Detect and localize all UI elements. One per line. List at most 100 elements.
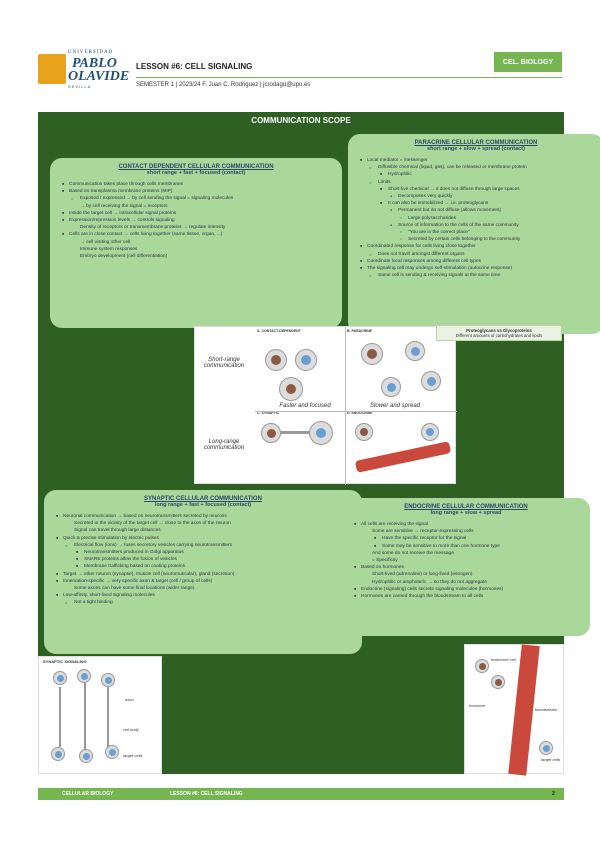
list-item: Coordinated response for cells living cl…	[358, 243, 594, 250]
list-item: Local mediator = messenger	[358, 157, 594, 164]
list-item: Low-affinity, short-lived signaling mole…	[54, 592, 352, 599]
page-footer: CELLULAR BIOLOGY LESSON #6: CELL SIGNALI…	[38, 788, 564, 800]
list-item: Coordinate local responses among differe…	[358, 258, 594, 265]
target-cell	[309, 421, 333, 445]
list-item: Same cell is sending & receiving signals…	[358, 272, 594, 279]
endocrine-title: ENDOCRINE CELLULAR COMMUNICATION	[404, 504, 528, 510]
contact-title: CONTACT DEPENDENT CELLULAR COMMUNICATION	[118, 164, 274, 170]
logo-text-main2: OLAVIDE	[68, 69, 130, 84]
endocrine-subtitle: long range + slow + spread	[430, 510, 502, 516]
logo-text-top: UNIVERSIDAD	[68, 50, 114, 55]
course-tag: CEL. BIOLOGY	[494, 52, 562, 72]
list-item: Hydrophilic	[358, 171, 594, 178]
list-item: Short-lived (adrenaline) or long-lived (…	[372, 572, 473, 578]
endocrine-cell	[475, 659, 489, 673]
list-item: Does not travel amongst different organs	[358, 251, 594, 258]
neuron-cell	[77, 669, 91, 683]
list-item: Innervation-specific → very specific axo…	[54, 578, 352, 585]
header-divider	[136, 77, 562, 78]
list-item: Immune system responses	[80, 246, 138, 252]
list-item: Hormones are carried through the bloodst…	[352, 593, 580, 600]
list-item: Communication takes place through cells …	[60, 181, 332, 188]
list-item: Large polysaccharides	[358, 215, 594, 222]
list-item: All cells are receiving the signal	[352, 521, 580, 528]
target-cell	[405, 341, 425, 361]
list-item: Inside the target cell → intracellular s…	[60, 210, 332, 217]
figure-divider-horizontal	[255, 411, 457, 412]
list-item: Some are sensitive → receptor-expressing…	[372, 529, 474, 535]
target-cell	[539, 741, 553, 755]
endocrine-figure: endocrine cell hormone bloodstream targe…	[464, 644, 564, 776]
target-cell	[51, 747, 65, 761]
paracrine-subtitle: short range + slow + spread (contact)	[427, 146, 525, 152]
list-item: Secreted by certain cells belonging to t…	[358, 236, 594, 243]
contact-subtitle: short range + fast + focused (contact)	[146, 170, 246, 176]
list-item: Diffusible chemical (liquid, gas), can b…	[358, 164, 594, 171]
list-item: Signal can travel through large distance…	[74, 528, 161, 534]
axon-line	[281, 431, 311, 434]
note-title: Proteoglycans vs Glycoproteins	[466, 328, 532, 333]
axon-line	[59, 687, 61, 747]
logo-text-bottom: SEVILLA	[68, 84, 92, 89]
slower-label: Slower and spread	[369, 403, 421, 409]
list-item: Secreted in the vicinity of the target c…	[74, 521, 231, 527]
list-item: Based on hormones	[352, 564, 580, 571]
list-item: Hydrophilic or amphoteric → so they do n…	[372, 579, 487, 585]
list-item: Neurotransmitters produced in Golgi appa…	[54, 549, 352, 556]
synaptic-figure: SYNAPTIC SIGNALING axon target cells cel…	[38, 656, 162, 774]
target-cell	[279, 377, 303, 401]
list-item: "You are in the correct place"	[358, 229, 594, 236]
logo-emblem-icon	[38, 54, 66, 84]
blood-vessel	[354, 441, 452, 473]
figure-label-b: B. PARACRINE	[347, 329, 373, 333]
target-cells-label: target cells	[541, 757, 561, 762]
list-item: = Specificity	[372, 558, 398, 564]
main-panel: COMMUNICATION SCOPE CONTACT DEPENDENT CE…	[38, 112, 600, 776]
lesson-subtitle: SEMESTER 1 | 2023/24 F. Juan C. Rodrigue…	[136, 82, 311, 88]
list-item: Quick & precise stimulation by electric …	[54, 535, 352, 542]
figure-label-d: D. ENDOCRINE	[347, 411, 373, 415]
list-item: The signaling cell may undergo self-stim…	[358, 265, 594, 272]
list-item: Density of receptors or transmembrane pr…	[80, 225, 226, 231]
list-item: Permanent but do not diffuse (allows mov…	[358, 207, 594, 214]
list-item: Membrane trafficking based on coating pr…	[54, 563, 352, 570]
list-item: → cell visiting other cell	[80, 239, 131, 245]
proteoglycans-note: Proteoglycans vs Glycoproteins Different…	[436, 325, 562, 341]
target-cell	[79, 749, 93, 763]
long-range-label: Long-range communication	[203, 439, 245, 451]
contact-list: Communication takes place through cells …	[60, 181, 332, 260]
synaptic-subtitle: long range + fast + focused (contact)	[154, 502, 252, 508]
footer-course: CELLULAR BIOLOGY	[62, 791, 114, 797]
synaptic-list: Neuronal communication → based on neurot…	[54, 513, 352, 607]
lesson-title: LESSON #6: CELL SIGNALING	[136, 62, 253, 71]
page-number: 2	[552, 791, 555, 797]
target-cell	[381, 377, 401, 397]
list-item: Have the specific receptor for the signa…	[352, 535, 580, 542]
figure-label-a: A. CONTACT-DEPENDENT	[257, 329, 301, 333]
list-item: SNARE proteins allow the fusion of vesic…	[54, 556, 352, 563]
list-item: Decomposes very quickly	[358, 193, 594, 200]
list-item: It can also be immobilized → i.e. proteo…	[358, 200, 594, 207]
footer-lesson: LESSON #6: CELL SIGNALING	[170, 791, 243, 797]
list-item: And some do not receive the message	[372, 550, 454, 556]
neuron-cell	[101, 673, 115, 687]
list-item: Target → other neuron (synapse), muscle …	[54, 571, 352, 578]
page-header: UNIVERSIDAD PABLO OLAVIDE SEVILLA LESSON…	[0, 0, 600, 110]
cell-body-label: cell body	[123, 727, 139, 732]
axon-label: axon	[125, 697, 134, 702]
list-item: Embryo development (cell differentiation…	[80, 254, 168, 260]
figure-label-c: C. SYNAPTIC	[257, 411, 280, 415]
paracrine-box: PARACRINE CELLULAR COMMUNICATION short r…	[348, 134, 600, 334]
signaling-figure: A. CONTACT-DEPENDENT B. PARACRINE C. SYN…	[194, 326, 457, 485]
list-item: Neuronal communication → based on neurot…	[54, 513, 352, 520]
list-item: Based on transplasma membrane proteins (…	[60, 188, 332, 195]
contact-box: CONTACT DEPENDENT CELLULAR COMMUNICATION…	[50, 158, 342, 328]
list-item: Cells are in close contact → cells livin…	[60, 231, 332, 238]
axon-line	[107, 687, 109, 747]
neuron-cell	[261, 423, 281, 443]
list-item: Limits	[358, 179, 594, 186]
logo-text-main1: PABLO	[72, 56, 117, 71]
list-item: Some may be sensitive to more than one h…	[352, 543, 580, 550]
list-item: Endocrine (signaling) cells secrete sign…	[352, 586, 580, 593]
